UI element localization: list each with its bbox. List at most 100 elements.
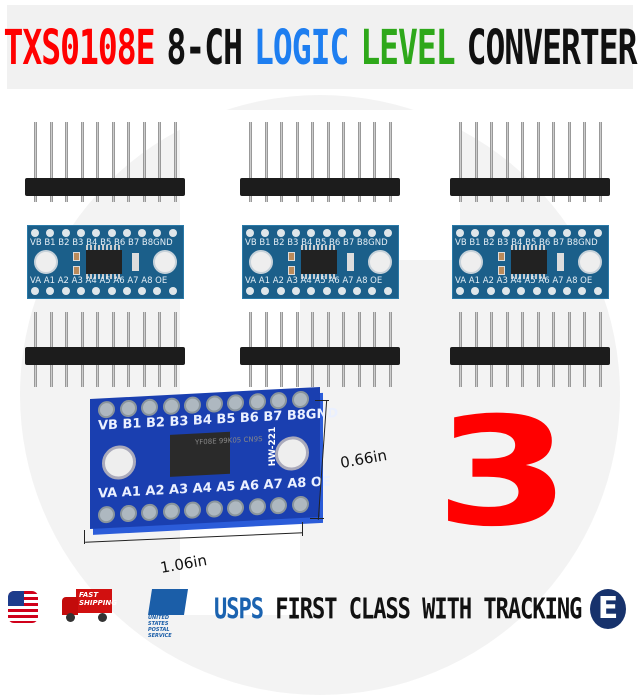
solder-pad xyxy=(153,229,162,237)
title-part-logic: LOGIC xyxy=(253,18,349,76)
solder-pad xyxy=(383,229,392,237)
solder-pad xyxy=(486,287,495,295)
solder-pad xyxy=(270,496,287,515)
solder-pad xyxy=(593,287,602,295)
top-header-pins xyxy=(31,122,181,202)
title-part-channels: 8-CH xyxy=(166,18,242,76)
solder-pad xyxy=(184,501,201,520)
solder-pad xyxy=(353,287,362,295)
width-dimension-tick xyxy=(302,522,303,536)
top-header-pins xyxy=(246,122,396,202)
solder-pad xyxy=(471,287,480,295)
solder-pad xyxy=(532,229,541,237)
usps-logo-text: UNITED STATES POSTAL SERVICE xyxy=(148,615,172,639)
top-pin-header xyxy=(240,178,400,196)
fast-shipping-truck-icon: FAST SHIPPING xyxy=(62,589,117,623)
solder-pad xyxy=(578,287,587,295)
solder-pad xyxy=(261,229,270,237)
mounting-hole xyxy=(275,435,309,472)
shipping-footer: FAST SHIPPING UNITED STATES POSTAL SERVI… xyxy=(0,585,640,639)
ic-chip xyxy=(511,250,547,274)
bottom-pin-header xyxy=(450,347,610,365)
solder-pad xyxy=(92,229,101,237)
solder-pad xyxy=(383,287,392,295)
solder-pad xyxy=(138,229,147,237)
bottom-pin-header xyxy=(240,347,400,365)
solder-pad xyxy=(471,229,480,237)
solder-pad xyxy=(276,287,285,295)
us-flag-icon xyxy=(8,591,38,623)
solder-pad xyxy=(138,287,147,295)
solder-pad xyxy=(517,229,526,237)
solder-pad xyxy=(248,392,266,411)
solder-pad xyxy=(456,287,464,295)
solder-pad xyxy=(368,287,377,295)
pcb-top-labels: VB B1 B2 B3 B4 B5 B6 B7 B8GND xyxy=(30,238,173,248)
solder-pad xyxy=(547,229,556,237)
solder-pad xyxy=(119,399,137,418)
mounting-hole xyxy=(368,250,392,274)
solder-pad xyxy=(227,498,244,517)
solder-pad xyxy=(353,229,362,237)
solder-pad xyxy=(291,390,309,409)
store-logo-e-icon: E xyxy=(590,589,626,629)
solder-pad xyxy=(261,287,270,295)
solder-pad xyxy=(107,229,116,237)
height-dimension-tick xyxy=(315,400,329,401)
shipping-description: FIRST CLASS WITH TRACKING xyxy=(275,594,582,627)
mounting-hole xyxy=(459,250,483,274)
solder-pad xyxy=(322,229,331,237)
pcb-bottom-labels: VA A1 A2 A3 A4 A5 A6 A7 A8 OE xyxy=(30,276,168,286)
solder-pad xyxy=(486,229,495,237)
solder-pad xyxy=(337,229,346,237)
solder-pad xyxy=(246,229,254,237)
mounting-hole xyxy=(34,250,58,274)
usps-word: USPS xyxy=(214,594,264,627)
solder-pad xyxy=(153,287,162,295)
solder-pad xyxy=(563,287,572,295)
board-unit-1: VB B1 B2 B3 B4 B5 B6 B7 B8GND VA A1 A2 A3… xyxy=(25,122,185,387)
solder-pad xyxy=(291,495,309,514)
solder-pad xyxy=(227,393,244,412)
solder-pad xyxy=(547,287,556,295)
solder-pad xyxy=(107,287,116,295)
solder-pad xyxy=(248,497,266,516)
solder-pad xyxy=(122,287,131,295)
solder-pad xyxy=(593,229,602,237)
title-part-converter: CONVERTER xyxy=(466,18,638,76)
width-dimension-tick xyxy=(84,530,85,544)
pcb-top-labels: VB B1 B2 B3 B4 B5 B6 B7 B8GND xyxy=(245,238,388,248)
solder-pad xyxy=(61,229,70,237)
solder-pad xyxy=(291,287,300,295)
solder-pad xyxy=(31,229,39,237)
usps-eagle-logo-icon: UNITED STATES POSTAL SERVICE xyxy=(148,589,188,639)
pcb-top-labels: VB B1 B2 B3 B4 B5 B6 B7 B8GND xyxy=(455,238,598,248)
solder-pad xyxy=(205,500,223,518)
mounting-hole xyxy=(153,250,177,274)
solder-pad xyxy=(517,287,526,295)
solder-pad xyxy=(46,287,55,295)
quantity-number: 3 xyxy=(435,386,571,560)
board-model-label: HW-221 xyxy=(267,426,278,467)
ic-chip xyxy=(301,250,337,274)
solder-pad xyxy=(61,287,70,295)
solder-pad xyxy=(162,502,180,521)
solder-pad xyxy=(122,229,131,237)
shipping-method-text: USPS FIRST CLASS WITH TRACKING xyxy=(214,594,582,627)
height-dimension-tick xyxy=(310,518,324,519)
solder-pad xyxy=(532,287,541,295)
solder-pad xyxy=(168,287,177,295)
solder-pad xyxy=(501,229,510,237)
solder-pad xyxy=(307,287,316,295)
solder-pad xyxy=(31,287,39,295)
solder-pad xyxy=(46,229,55,237)
solder-pad xyxy=(578,229,587,237)
solder-pad xyxy=(98,505,115,524)
solder-pad xyxy=(322,287,331,295)
title-part-model: TXS0108E xyxy=(3,18,156,76)
